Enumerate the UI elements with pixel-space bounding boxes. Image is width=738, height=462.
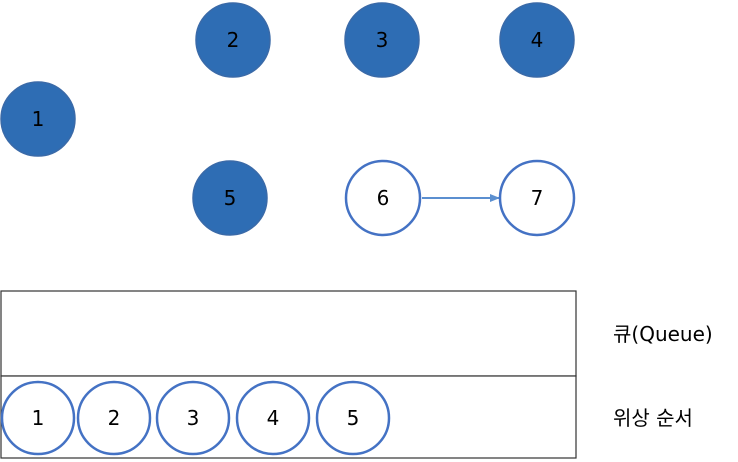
graph-nodes: 1 2 3 4 5 6 7 <box>0 2 576 237</box>
graph-node-1: 1 <box>0 81 76 157</box>
topological-order-item-5: 5 <box>315 380 391 456</box>
graph-node-7-label: 7 <box>531 186 544 210</box>
graph-node-2: 2 <box>195 2 271 78</box>
graph-node-6: 6 <box>344 159 422 237</box>
graph-node-3: 3 <box>344 2 420 78</box>
queue-label: 큐(Queue) <box>613 322 713 346</box>
queue-panel: 큐(Queue) <box>0 290 713 377</box>
graph-node-1-label: 1 <box>32 107 45 131</box>
graph-node-5: 5 <box>192 160 268 236</box>
graph-node-4: 4 <box>499 2 575 78</box>
topological-order-label: 위상 순서 <box>613 406 693 430</box>
graph-node-3-label: 3 <box>376 28 389 52</box>
graph-node-2-label: 2 <box>227 28 240 52</box>
topological-order-item-2: 2 <box>76 380 152 456</box>
topological-order-item-1: 1 <box>0 380 76 456</box>
topological-order-item-3-label: 3 <box>187 406 200 430</box>
graph-node-5-label: 5 <box>224 186 237 210</box>
topological-order-item-3: 3 <box>155 380 231 456</box>
graph-node-4-label: 4 <box>531 28 544 52</box>
topological-order-item-2-label: 2 <box>108 406 121 430</box>
topological-order-panel: 1 2 3 4 5 위상 순서 <box>0 375 693 459</box>
topological-order-item-4: 4 <box>235 380 311 456</box>
graph-node-6-label: 6 <box>377 186 390 210</box>
graph-node-7: 7 <box>498 159 576 237</box>
topological-order-item-5-label: 5 <box>347 406 360 430</box>
topological-order-item-1-label: 1 <box>32 406 45 430</box>
queue-box <box>0 290 577 377</box>
topological-order-item-4-label: 4 <box>267 406 280 430</box>
